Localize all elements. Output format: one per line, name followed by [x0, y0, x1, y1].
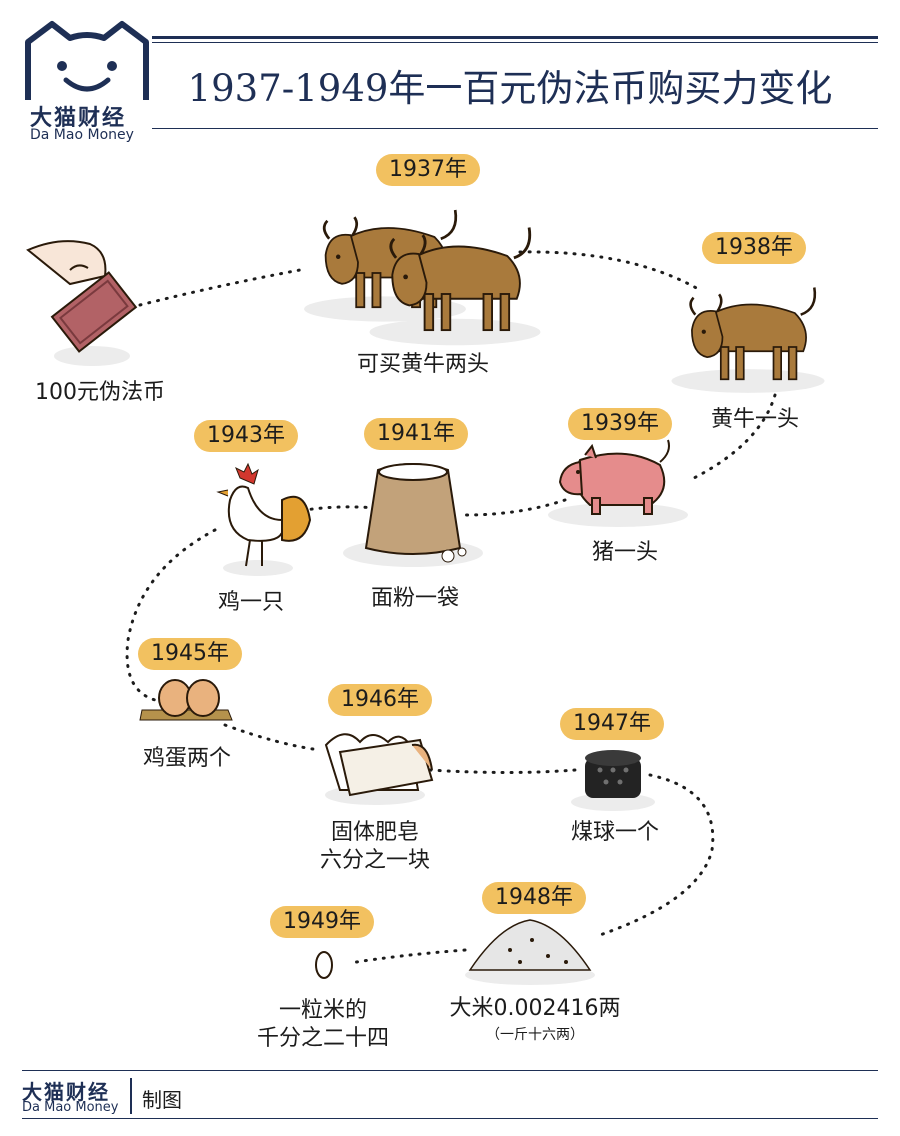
footer-logo-subtext: Da Mao Money — [22, 1100, 119, 1115]
item-label-1946-line2: 六分之一块 — [319, 848, 430, 873]
page-title: 1937-1949年一百元伪法币购买力变化 — [187, 67, 833, 110]
footer-credit: 制图 — [142, 1088, 182, 1112]
header-rule-top — [152, 36, 878, 39]
cat-logo-icon — [25, 21, 149, 100]
item-label-1937: 可买黄牛两头 — [356, 352, 489, 377]
year-badge-1938: 1938年 — [702, 232, 806, 264]
footer-rule-bottom — [22, 1118, 878, 1119]
ox-icon — [670, 286, 826, 395]
soap-bar-icon — [324, 733, 434, 805]
year-badge-1948: 1948年 — [482, 882, 586, 914]
rice-pile-icon — [465, 919, 595, 985]
year-badge-1949: 1949年 — [270, 906, 374, 938]
item-label-1946: 固体肥皂 — [330, 820, 419, 845]
logo-text: 大猫财经 — [30, 106, 127, 131]
header-rule-top-thin — [152, 42, 878, 43]
item-label-1943: 鸡一只 — [217, 590, 284, 615]
item-label-1948: 大米0.002416两 — [449, 996, 621, 1021]
rooster-icon — [216, 462, 312, 576]
coal-briquette-icon — [571, 750, 655, 811]
year-badge-1945: 1945年 — [138, 638, 242, 670]
item-label-1949: 一粒米的 — [278, 998, 367, 1023]
two-oxen-icon — [302, 208, 542, 347]
year-badge-1939: 1939年 — [568, 408, 672, 440]
flour-sack-icon — [343, 463, 483, 567]
year-badge-1943: 1943年 — [194, 420, 298, 452]
year-badge-1946: 1946年 — [328, 684, 432, 716]
item-note-1948: （一斤十六两） — [486, 1027, 584, 1043]
item-label-1939: 猪一头 — [591, 540, 658, 565]
item-label-1938: 黄牛一头 — [710, 407, 799, 432]
logo-subtext: Da Mao Money — [30, 127, 134, 143]
footer-rule-top — [22, 1070, 878, 1071]
item-label-1945: 鸡蛋两个 — [142, 746, 231, 771]
footer-logo-text: 大猫财经 — [22, 1080, 110, 1104]
item-label-1941: 面粉一袋 — [370, 586, 459, 611]
start-label: 100元伪法币 — [35, 380, 165, 405]
pig-icon — [548, 439, 688, 527]
year-badge-1947: 1947年 — [560, 708, 664, 740]
item-label-1947: 煤球一个 — [570, 820, 659, 845]
year-badge-1937: 1937年 — [376, 154, 480, 186]
year-badge-1941: 1941年 — [364, 418, 468, 450]
header-rule-bottom — [152, 128, 878, 129]
banknote-in-hand-icon — [26, 240, 138, 366]
eggs-icon — [139, 679, 233, 721]
footer-divider — [130, 1078, 132, 1114]
item-label-1949-line2: 千分之二十四 — [256, 1026, 389, 1051]
rice-grain-icon — [315, 951, 333, 979]
